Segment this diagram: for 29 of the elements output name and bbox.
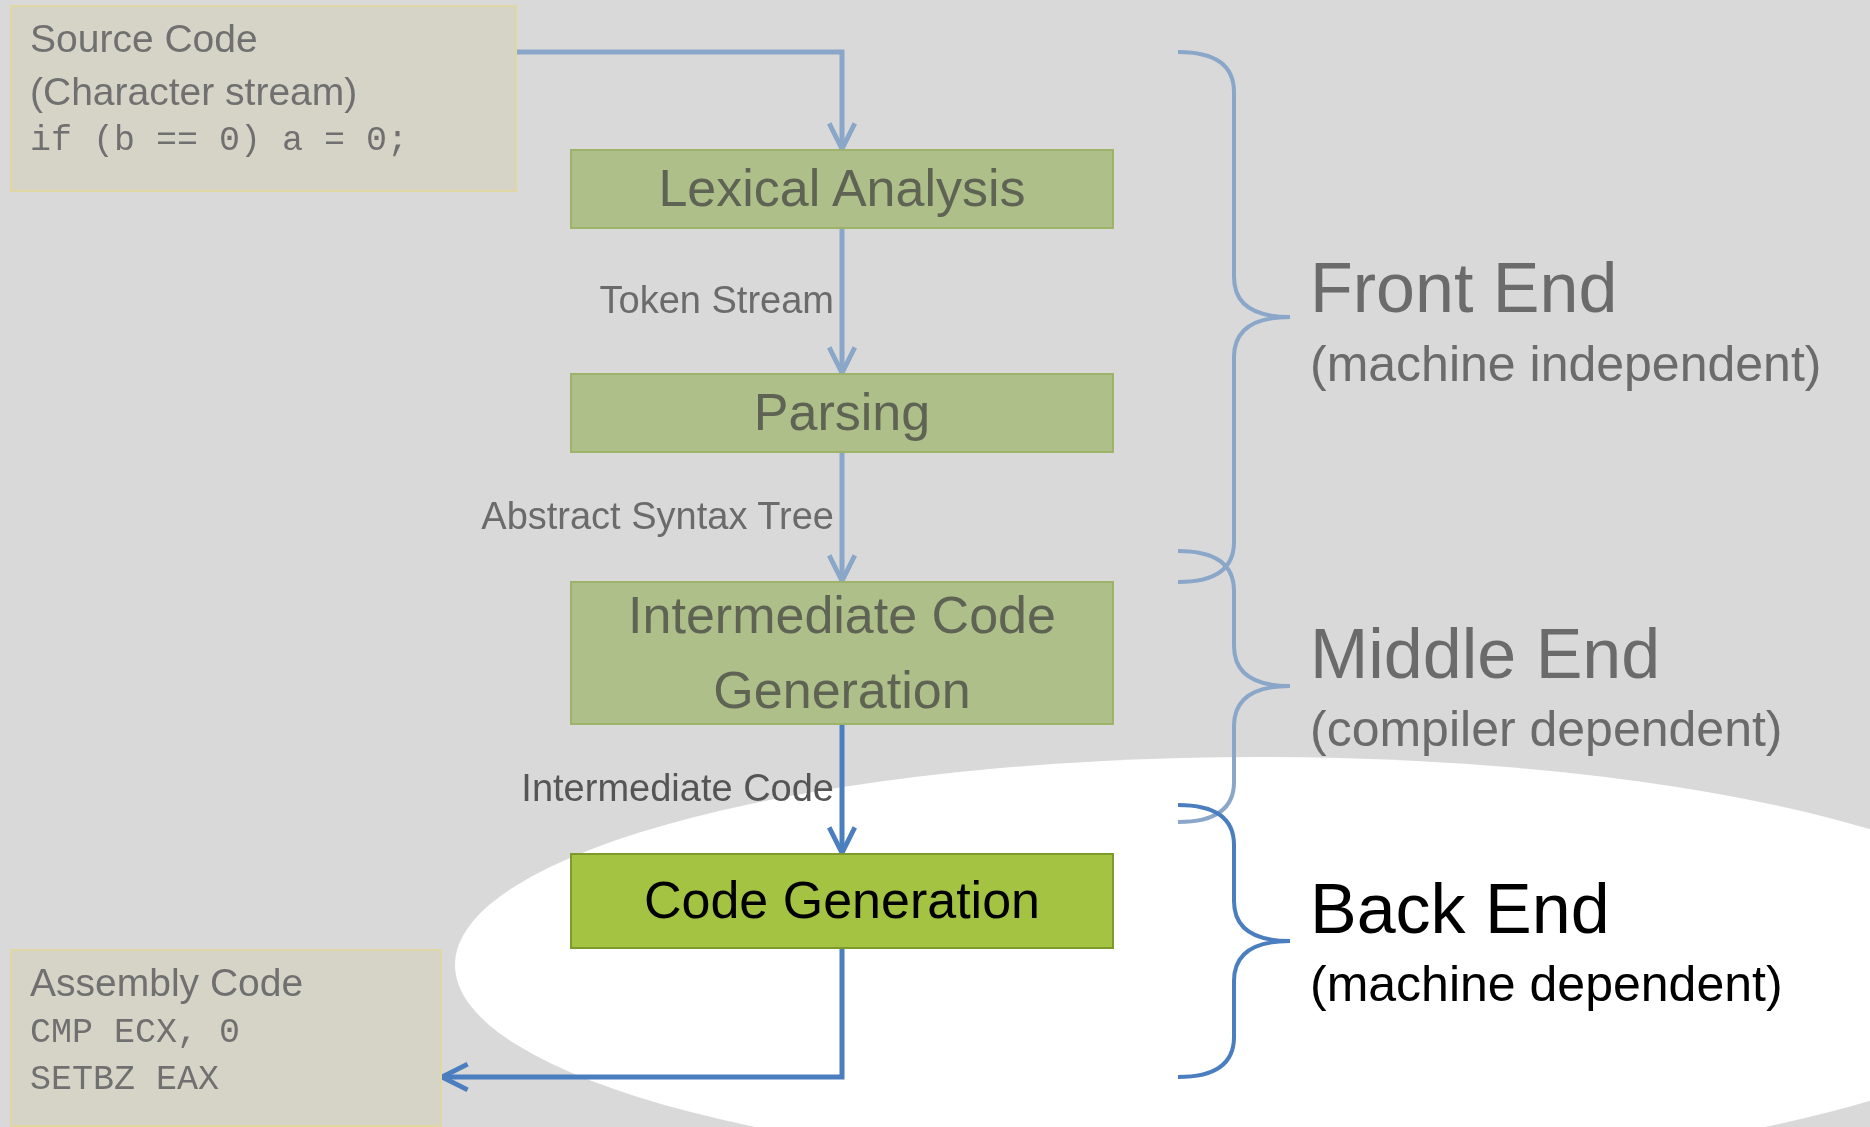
box-subheading: (Character stream) (30, 68, 358, 115)
process-box (570, 149, 1114, 229)
section-subtitle: (machine dependent) (1310, 955, 1783, 1013)
code-line: CMP ECX, 0 (30, 1011, 241, 1055)
section-subtitle: (compiler dependent) (1310, 700, 1783, 758)
step-label: Parsing (752, 382, 932, 444)
process-box (570, 581, 1114, 725)
edge-label: Intermediate Code (521, 767, 834, 810)
arrow (517, 49, 858, 152)
section-title: Back End (1310, 869, 1610, 949)
section-title: Front End (1310, 248, 1618, 328)
section-title: Middle End (1310, 614, 1661, 694)
arrow (826, 453, 858, 584)
edge-label: Abstract Syntax Tree (481, 495, 834, 538)
section-subtitle: (machine independent) (1310, 335, 1822, 393)
box-heading: Source Code (30, 16, 258, 62)
process-box (570, 373, 1114, 453)
code-line: if (b == 0) a = 0; (30, 120, 409, 164)
arrow (826, 229, 858, 376)
edge-label: Token Stream (599, 279, 834, 322)
code-line: SETBZ EAX (30, 1058, 220, 1102)
code-note-box (10, 5, 517, 192)
step-label: Intermediate Code Generation (627, 584, 1057, 721)
process-box (570, 853, 1114, 949)
step-label: Code Generation (642, 870, 1041, 932)
step-label: Lexical Analysis (657, 158, 1027, 220)
code-note-box (10, 949, 442, 1127)
arrow (826, 725, 858, 856)
box-heading: Assembly Code (30, 960, 304, 1006)
